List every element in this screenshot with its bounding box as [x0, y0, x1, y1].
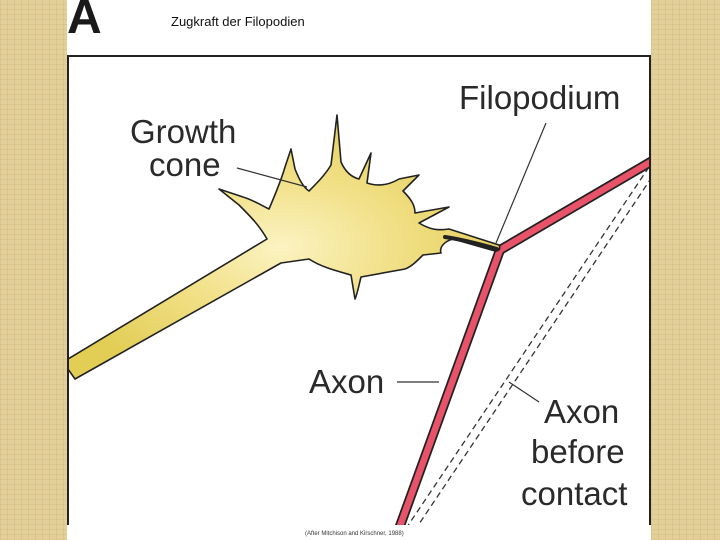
axon-before-contact-label-line2: before	[531, 433, 625, 470]
growth-cone	[69, 114, 501, 380]
filopodium-label: Filopodium	[459, 79, 621, 116]
axon-label: Axon	[309, 363, 385, 400]
axon-before-leader	[508, 381, 540, 403]
slide: A Zugkraft der Filopodien	[67, 0, 651, 540]
filopodium-leader	[495, 122, 547, 244]
panel-letter: A	[67, 0, 102, 44]
axon-before-contact-label-line1: Axon	[544, 393, 620, 430]
growth-cone-label-line2: cone	[149, 146, 221, 183]
figure-credit: (After Mitchison and Kirschner, 1988)	[305, 531, 404, 537]
growth-cone-leader	[236, 167, 308, 188]
figure-panel: Growth cone Filopodium Axon Axon before …	[67, 55, 651, 525]
growth-cone-label-line1: Growth	[130, 113, 237, 150]
axon-before-contact	[407, 166, 649, 525]
leader-lines	[236, 122, 547, 403]
diagram-canvas	[69, 114, 649, 525]
slide-title: Zugkraft der Filopodien	[171, 14, 305, 29]
axon	[395, 157, 649, 525]
axon-before-contact-label-line3: contact	[521, 475, 628, 512]
